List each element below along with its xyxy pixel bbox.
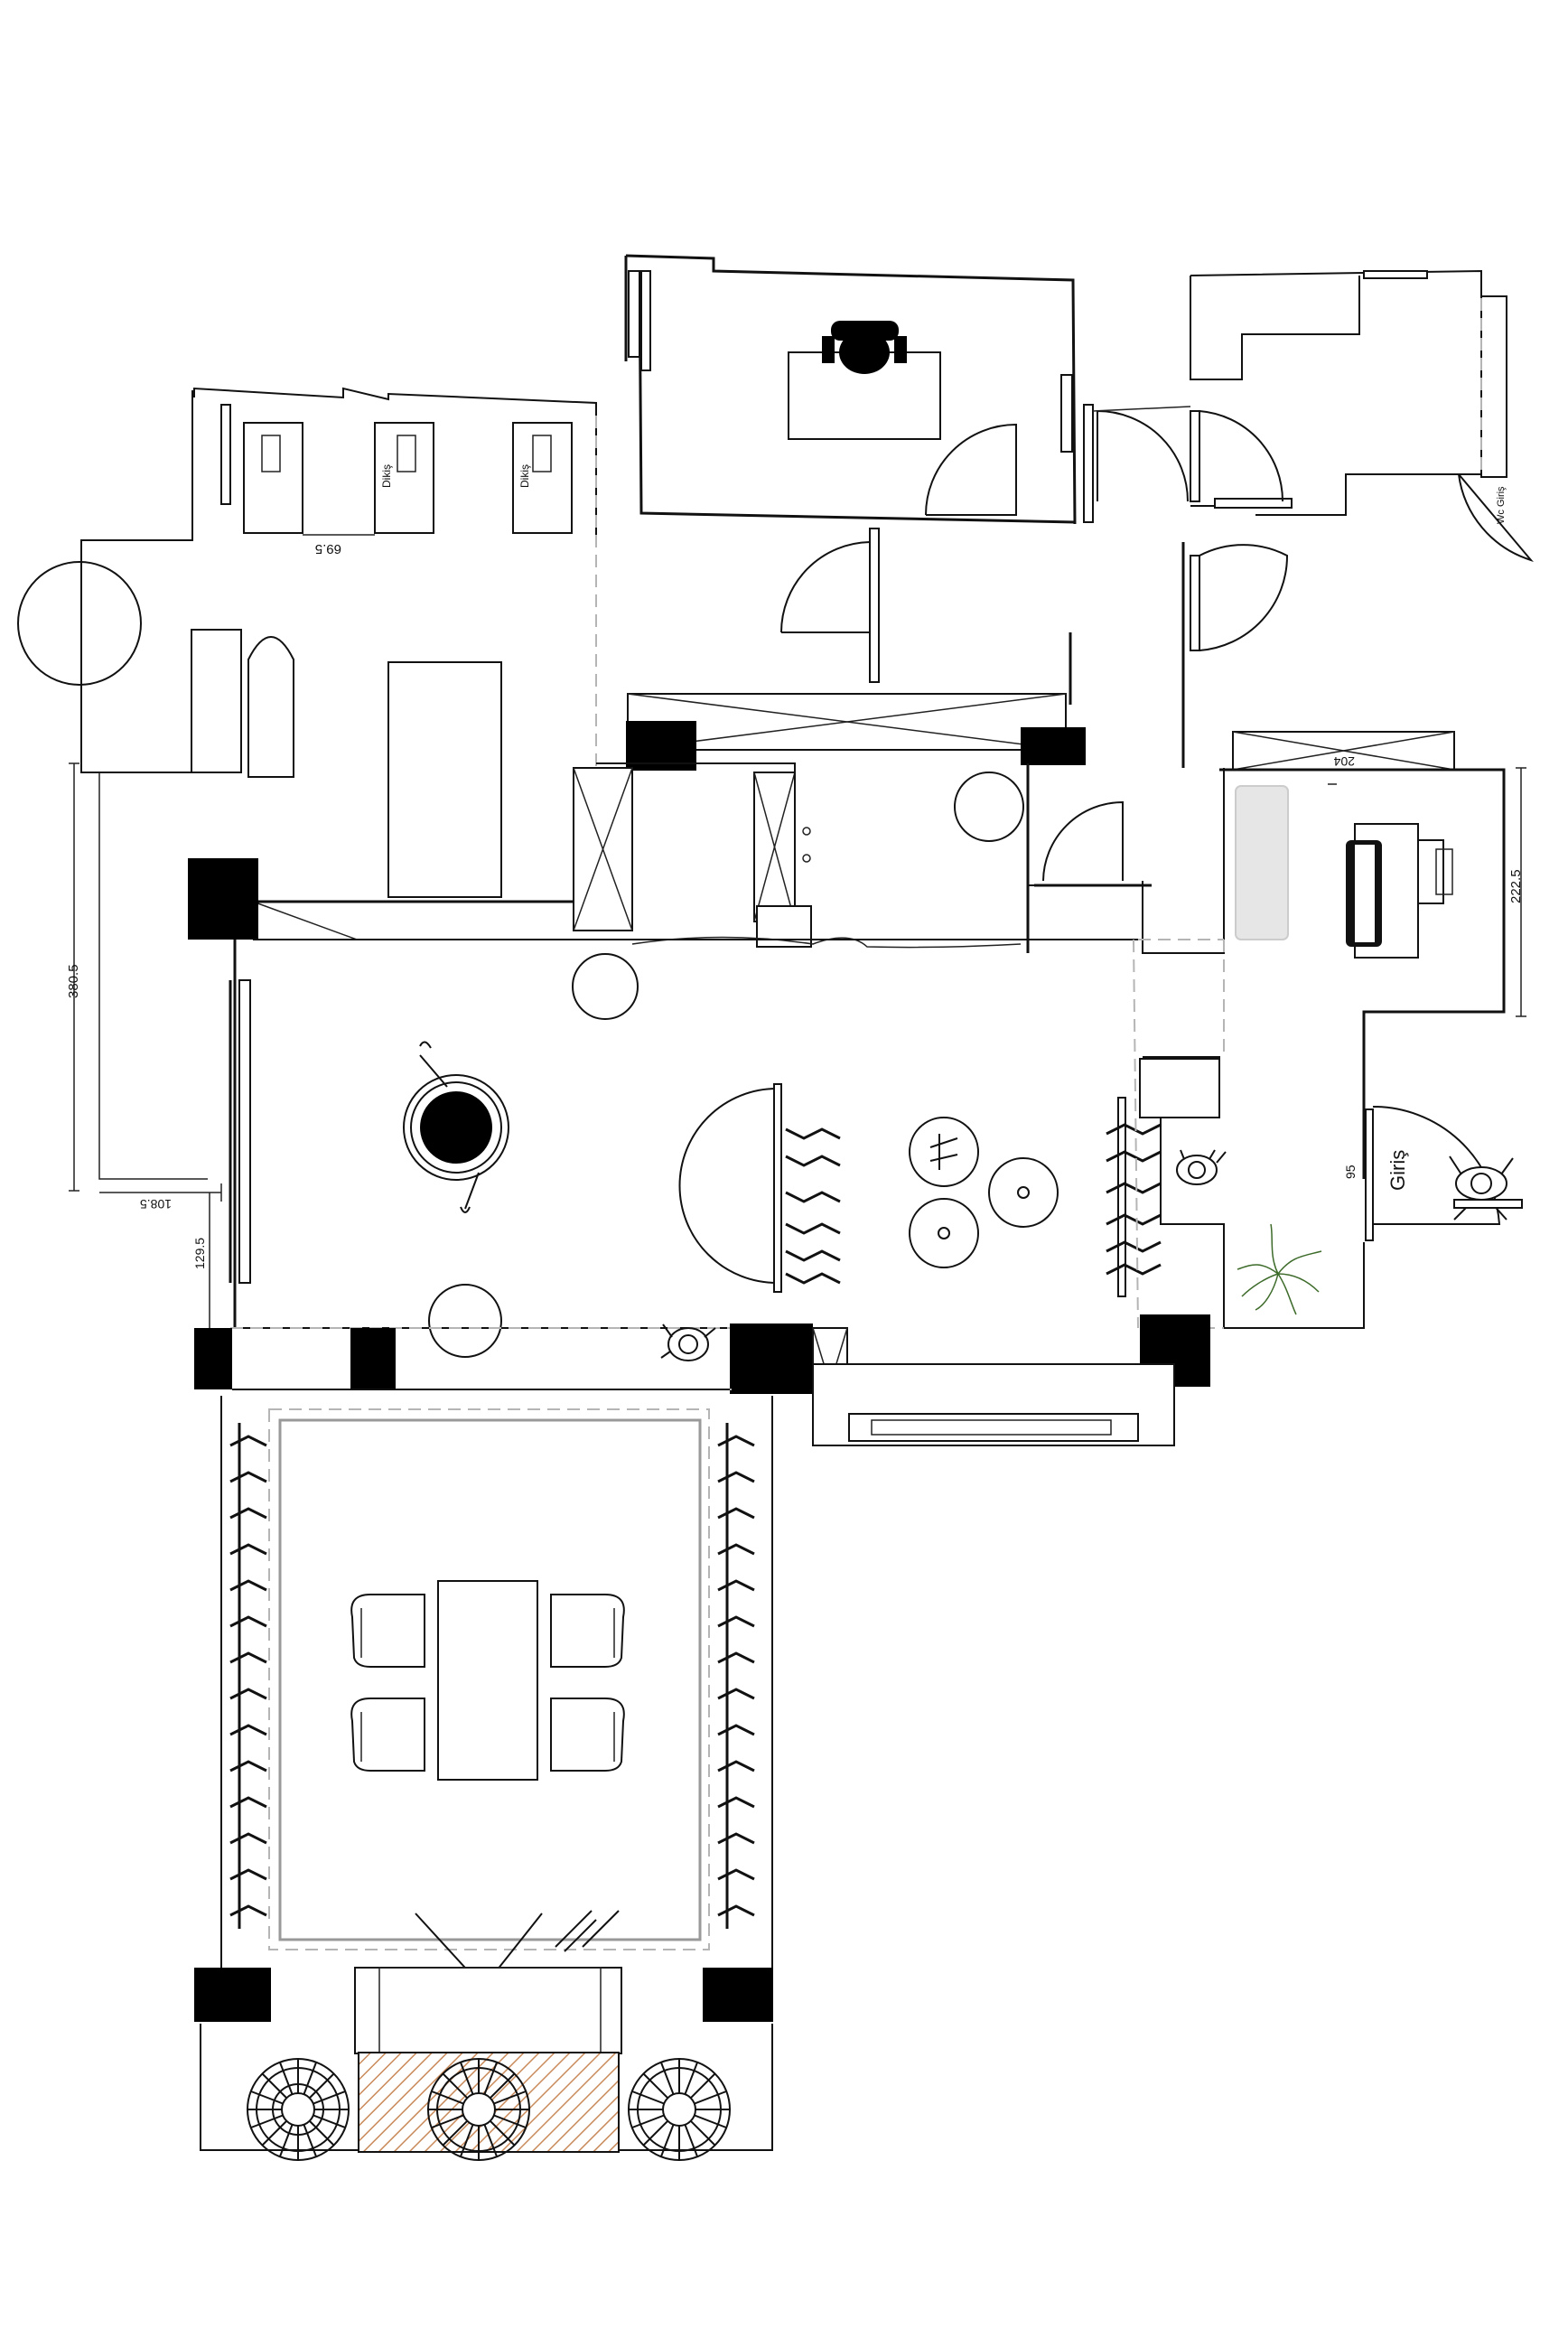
cutting-table	[387, 661, 502, 898]
entrance-room: 222.5 95 Giriş	[1139, 767, 1526, 1329]
dikis-label-1: Dikiş	[380, 464, 393, 488]
person-icon-entrance	[1449, 1155, 1523, 1221]
dining-showroom	[220, 1396, 773, 1989]
pouf-ottoman	[428, 1284, 502, 1358]
round-chair-bottom-center	[427, 2058, 530, 2161]
kitchen-area	[573, 762, 1225, 954]
dimension-380-5: 380.5	[66, 964, 81, 998]
giris-label: Giriş	[1386, 1150, 1409, 1191]
bottom-lounge	[194, 1967, 773, 2161]
hanger-rail-dining-right	[717, 1423, 755, 1929]
dikis-label-2: Dikiş	[518, 464, 531, 488]
round-table-kitchen	[954, 772, 1024, 842]
plant-icon	[1237, 1223, 1322, 1315]
round-display-tables	[909, 1117, 1059, 1268]
dimension-129-5: 129.5	[192, 1238, 207, 1269]
wc-room: Wc Giriş	[1083, 269, 1534, 651]
living-room	[188, 858, 1225, 1361]
corridor	[780, 528, 1185, 768]
sewing-machine-1	[243, 422, 303, 534]
sewing-room: Dikiş Dikiş 69.5	[17, 387, 597, 940]
dimension-204: 204	[1333, 754, 1355, 769]
wc-giris-label: Wc Giriş	[1496, 486, 1507, 524]
hanger-rail-left	[785, 1127, 841, 1285]
round-chair-bottom-left	[247, 2058, 350, 2161]
round-side-table	[572, 953, 639, 1020]
left-dimensions: 380.5 108.5 129.5	[66, 762, 222, 1328]
dining-table	[437, 1580, 538, 1781]
structural-columns	[194, 1314, 1210, 1446]
dimension-108-5: 108.5	[140, 1197, 172, 1211]
dimension-95: 95	[1343, 1164, 1358, 1179]
sewing-machine-2	[374, 422, 434, 534]
person-icon-counter	[1176, 1149, 1227, 1185]
storage-units: 204	[626, 693, 1455, 771]
sewing-machine-3	[512, 422, 573, 534]
round-chair-bottom-right	[628, 2058, 731, 2161]
sofa	[1235, 785, 1289, 940]
dining-chairs	[350, 1594, 625, 1772]
office-chair	[839, 331, 890, 374]
dimension-222-5: 222.5	[1508, 869, 1524, 903]
office-room	[624, 254, 1077, 525]
hanger-rail-right	[1106, 1123, 1162, 1276]
round-chair-living	[403, 1041, 509, 1213]
dimension-69-5: 69.5	[315, 541, 341, 557]
hanger-rail-dining-left	[229, 1423, 267, 1929]
round-fixture	[17, 561, 142, 686]
person-icon-living	[660, 1324, 716, 1361]
